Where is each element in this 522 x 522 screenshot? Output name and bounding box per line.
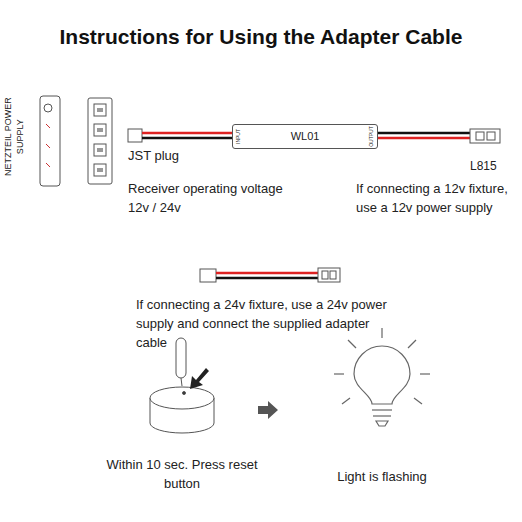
connector-label: L815 (470, 158, 520, 175)
puck-light (150, 338, 214, 433)
power-supply (40, 96, 112, 186)
device-label: NETZTEIL POWER SUPPLY (3, 92, 26, 182)
note: Receiver operating voltage 12v / 24v (128, 180, 303, 218)
receiver-box: INPUT WL01 OUTPUT (232, 124, 378, 149)
connector-label: JST plug (128, 147, 208, 166)
step-arrow (258, 401, 278, 419)
note: If connecting a 12v fixture, use a 12v p… (356, 180, 521, 218)
title: Instructions for Using the Adapter Cable (0, 22, 522, 51)
adapter-cable (200, 268, 340, 282)
step-caption: Within 10 sec. Press reset button (102, 456, 262, 494)
device-name: WL01 (291, 131, 320, 142)
step-caption: Light is flashing (300, 468, 464, 487)
receiver-cable (128, 129, 500, 143)
light-bulb (334, 328, 430, 426)
port-label: OUTPUT (369, 126, 374, 147)
note: If connecting a 24v fixture, use a 24v p… (136, 296, 404, 353)
port-label: INPUT (236, 129, 241, 144)
